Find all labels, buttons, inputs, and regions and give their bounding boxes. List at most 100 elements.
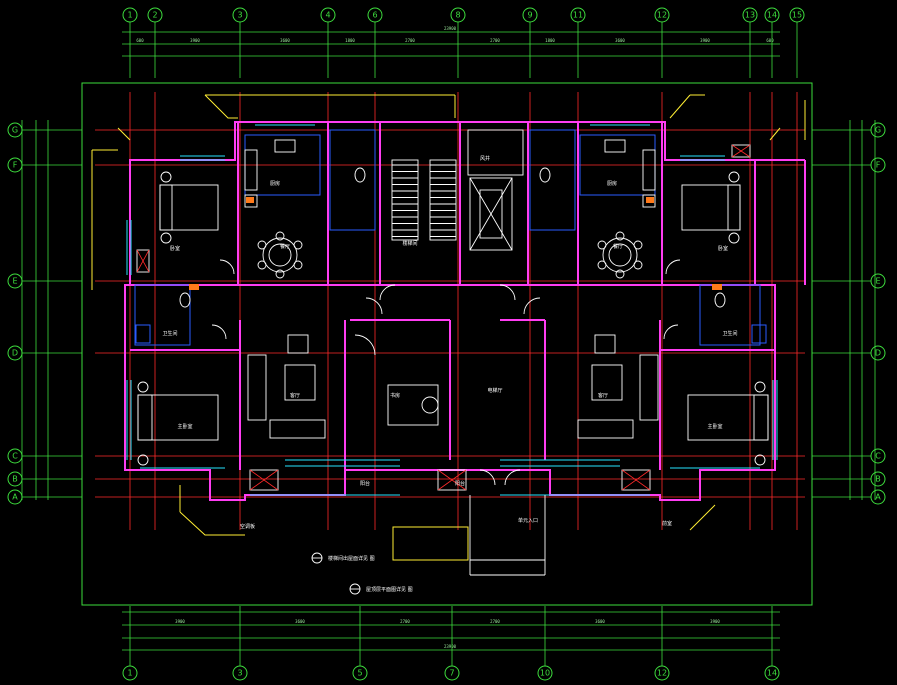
entrance-note: 单元入口	[518, 517, 538, 524]
grid-bubbles-right: G F E D C BA	[812, 122, 886, 505]
room-labels: 厨房 厨房 餐厅 餐厅 卧室 卧室 客厅 客厅 书房 主卧室 主卧室 风井 电梯…	[162, 155, 737, 487]
grid-bottom-14-label: 14	[767, 669, 777, 678]
roof-outline	[91, 94, 806, 561]
svg-text:3900: 3900	[710, 619, 720, 624]
grid-right-G-label: G	[875, 126, 881, 135]
svg-text:23900: 23900	[444, 644, 457, 649]
kitchen-left-label: 厨房	[270, 180, 280, 187]
grid-top-14-label: 14	[767, 11, 777, 20]
grid-bubbles-bottom: 1 3 5 7 10 12 14	[122, 606, 780, 681]
grid-top-1-label: 1	[127, 11, 132, 20]
svg-text:2700: 2700	[490, 38, 500, 43]
grid-right-A-label: A	[875, 493, 881, 502]
bath-left-label: 卫生间	[162, 330, 177, 337]
master-bedroom-right-label: 主卧室	[707, 423, 722, 430]
grid-right-C-label: C	[875, 452, 881, 461]
bedroom-right-label: 卧室	[718, 245, 728, 252]
grid-top-8-label: 8	[455, 11, 460, 20]
grid-top-3-label: 3	[237, 11, 242, 20]
dining-right-label: 餐厅	[613, 243, 623, 250]
grid-right-D-label: D	[875, 349, 881, 358]
svg-text:23900: 23900	[444, 26, 457, 31]
balcony-left-label: 阳台	[360, 480, 370, 487]
bed-left-top	[159, 171, 219, 244]
bottom-dimensions: 23900 3900 3600 2700 2700 3600 3900	[122, 611, 780, 651]
bath-right-label: 卫生间	[722, 330, 737, 337]
living-room-right	[577, 334, 659, 439]
grid-bottom-12-label: 12	[657, 669, 667, 678]
annotations: 楼梯间出屋面详见 图 屋顶层平面图详见 图 单元入口 空调板 前室	[240, 517, 672, 595]
svg-text:3600: 3600	[595, 619, 605, 624]
grid-top-13-label: 13	[745, 11, 755, 20]
top-dimensions: 23900 600 3900 3600 1800 2700 2700 1800 …	[122, 26, 780, 57]
kitchen-right-label: 厨房	[607, 180, 617, 187]
legend-note-2: 屋顶层平面图详见 图	[366, 586, 413, 593]
dining-table-right	[597, 231, 643, 279]
air-cond-note: 空调板	[240, 523, 255, 530]
bed-right-top	[681, 171, 741, 244]
grid-right-F-label: F	[876, 161, 881, 170]
grid-bottom-10-label: 10	[540, 669, 550, 678]
grid-top-12-label: 12	[657, 11, 667, 20]
grid-bottom-3-label: 3	[237, 669, 242, 678]
svg-text:1800: 1800	[545, 38, 555, 43]
walls	[124, 121, 806, 501]
grid-left-E-label: E	[12, 277, 17, 286]
bathrooms	[134, 129, 767, 346]
grid-bottom-7-label: 7	[449, 669, 454, 678]
svg-text:600: 600	[136, 38, 144, 43]
kitchen-right	[579, 134, 656, 208]
front-note: 前室	[662, 520, 672, 527]
grid-left-D-label: D	[12, 349, 18, 358]
svg-text:3600: 3600	[615, 38, 625, 43]
windows	[126, 124, 778, 496]
axis-lines	[95, 92, 805, 530]
grid-bottom-5-label: 5	[357, 669, 362, 678]
svg-text:3900: 3900	[175, 619, 185, 624]
grid-top-11-label: 11	[573, 11, 583, 20]
svg-text:3900: 3900	[190, 38, 200, 43]
svg-text:2700: 2700	[490, 619, 500, 624]
bed-right-bottom	[687, 381, 769, 466]
drawing-frame	[81, 82, 813, 606]
grid-left-C-label: C	[12, 452, 18, 461]
dining-table-left	[257, 231, 303, 279]
living-room-left	[247, 334, 326, 439]
side-dimensions	[21, 120, 876, 500]
svg-text:3600: 3600	[280, 38, 290, 43]
light-well-label: 风井	[480, 155, 490, 162]
svg-text:2700: 2700	[405, 38, 415, 43]
stair	[391, 159, 457, 241]
ac-units	[136, 144, 751, 491]
balcony-center-label: 阳台	[455, 480, 465, 487]
grid-left-A-label: A	[12, 493, 18, 502]
grid-right-E-label: E	[875, 277, 880, 286]
bed-study-center	[387, 384, 439, 426]
grid-bottom-1-label: 1	[127, 669, 132, 678]
grid-right-B-label: B	[875, 475, 881, 484]
svg-text:2700: 2700	[400, 619, 410, 624]
entrance-steps	[469, 495, 546, 576]
living-right-label: 客厅	[598, 392, 608, 399]
grid-top-4-label: 4	[325, 11, 330, 20]
grid-top-15-label: 15	[792, 11, 802, 20]
bedroom-left-label: 卧室	[170, 245, 180, 252]
kitchen-left	[244, 134, 321, 208]
svg-text:1800: 1800	[345, 38, 355, 43]
doors	[211, 259, 681, 486]
grid-left-F-label: F	[13, 161, 18, 170]
grid-top-2-label: 2	[152, 11, 157, 20]
living-left-label: 客厅	[290, 392, 300, 399]
svg-text:600: 600	[766, 38, 774, 43]
grid-top-9-label: 9	[527, 11, 532, 20]
elevator-hall-label: 电梯厅	[487, 387, 502, 394]
stair-label: 楼梯间	[402, 240, 417, 247]
master-bedroom-left-label: 主卧室	[177, 423, 192, 430]
svg-text:3600: 3600	[295, 619, 305, 624]
grid-left-G-label: G	[12, 126, 18, 135]
study-label: 书房	[390, 392, 400, 399]
grid-top-6-label: 6	[372, 11, 377, 20]
